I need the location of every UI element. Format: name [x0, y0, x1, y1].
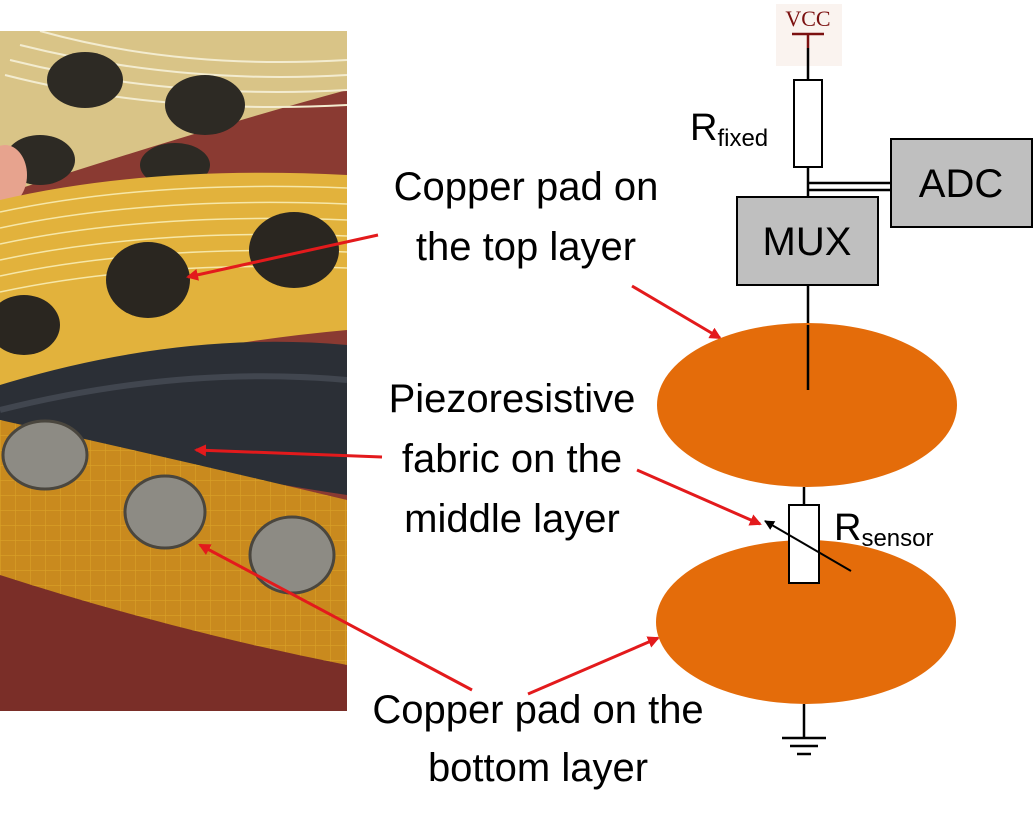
- label-copper-top-line1: Copper pad on: [394, 165, 659, 209]
- arrow-top-pad-circuit: [631, 284, 722, 340]
- variable-resistor-arrow: [764, 520, 852, 572]
- label-copper-top-line2: the top layer: [416, 225, 636, 269]
- mux-label: MUX: [763, 220, 852, 264]
- top-copper-pad: [657, 323, 957, 487]
- mux-box: [736, 196, 879, 286]
- annotation-arrows: [186, 233, 762, 696]
- arrow-top-pad-photo: [186, 233, 379, 281]
- r-fixed-resistor: [793, 79, 823, 168]
- bottom-copper-pad: [656, 540, 956, 704]
- arrow-fabric-photo: [194, 444, 383, 459]
- ground-symbol: [782, 736, 826, 756]
- label-copper-top: Copper pad on the top layer: [394, 165, 659, 269]
- label-fabric-line3: middle layer: [404, 497, 620, 541]
- label-fabric-line2: fabric on the: [402, 437, 622, 481]
- adc-box: [890, 138, 1033, 228]
- r-fixed-label: Rfixed: [690, 107, 768, 152]
- label-copper-bottom: Copper pad on the bottom layer: [372, 688, 703, 790]
- arrow-bottom-pad-circuit: [527, 636, 660, 696]
- label-copper-bottom-line2: bottom layer: [428, 746, 648, 790]
- label-copper-bottom-line1: Copper pad on the: [372, 688, 703, 732]
- adc-label: ADC: [919, 162, 1003, 206]
- label-fabric-line1: Piezoresistive: [389, 377, 636, 421]
- circuit: VCC Rfixed ADC MUX Rsensor: [656, 4, 1033, 756]
- sensor-photo: [0, 31, 347, 711]
- arrow-fabric-circuit: [636, 468, 762, 526]
- r-sensor-label: Rsensor: [834, 507, 934, 552]
- arrow-bottom-pad-photo: [198, 543, 473, 692]
- vcc-label: VCC: [785, 6, 830, 31]
- label-fabric-middle: Piezoresistive fabric on the middle laye…: [389, 377, 636, 541]
